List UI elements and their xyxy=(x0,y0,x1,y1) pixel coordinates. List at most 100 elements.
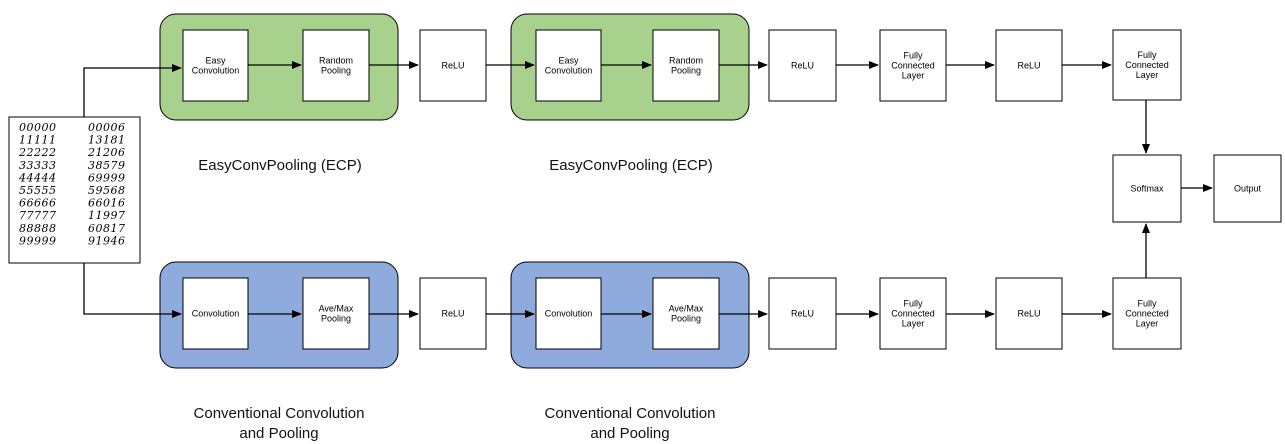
node-label-line: ReLU xyxy=(441,61,464,71)
node-label-line: Output xyxy=(1234,184,1262,194)
node-label-line: Convolution xyxy=(545,309,593,319)
convolution-label-1: Convolution xyxy=(192,309,240,319)
digit-row-right: 59568 xyxy=(88,184,126,197)
digit-row-left: 77777 xyxy=(19,209,57,222)
connectors xyxy=(83,61,1213,318)
ccp-caption-1: Conventional Convolution and Pooling xyxy=(164,404,394,444)
random-pooling-box-1 xyxy=(302,29,370,102)
node-boxes xyxy=(182,29,1282,350)
node-label-line: Layer xyxy=(902,71,925,81)
output-box xyxy=(1213,154,1282,223)
node-label-line: Convolution xyxy=(545,66,593,76)
ecp-caption-2: EasyConvPooling (ECP) xyxy=(516,156,746,176)
avemax-pooling-box-1 xyxy=(302,277,370,350)
digit-row-right: 11997 xyxy=(88,209,126,222)
node-label-line: Easy xyxy=(558,56,579,66)
avemax-pooling-box-2 xyxy=(652,277,720,350)
convolution-box-2 xyxy=(535,277,602,350)
node-label-line: ReLU xyxy=(441,309,464,319)
ecp-caption-2-text: EasyConvPooling (ECP) xyxy=(549,157,713,174)
node-label-line: Fully xyxy=(903,299,923,309)
node-label-line: Pooling xyxy=(671,66,701,76)
digit-row-right: 38579 xyxy=(88,159,126,172)
node-label-line: Fully xyxy=(903,51,923,61)
node-label-line: Pooling xyxy=(321,314,351,324)
relu-box-top-1 xyxy=(419,29,487,102)
digit-row-left: 22222 xyxy=(18,146,57,159)
ccp-caption-2-line-2: and Pooling xyxy=(590,425,670,442)
relu-label-top-2: ReLU xyxy=(791,61,814,71)
node-label-line: ReLU xyxy=(791,61,814,71)
ecp-caption-1-text: EasyConvPooling (ECP) xyxy=(198,157,362,174)
node-label-line: Random xyxy=(319,56,353,66)
relu-label-bottom-1: ReLU xyxy=(441,309,464,319)
ecp-caption-1: EasyConvPooling (ECP) xyxy=(165,156,395,176)
digit-row-right: 00006 xyxy=(88,121,126,134)
digit-row-right: 21206 xyxy=(87,146,126,159)
node-label-line: Ave/Max xyxy=(669,304,704,314)
node-label-line: ReLU xyxy=(791,309,814,319)
digit-row-left: 99999 xyxy=(19,234,57,247)
node-label-line: Pooling xyxy=(321,66,351,76)
node-label-line: ReLU xyxy=(1017,309,1040,319)
digit-row-left: 11111 xyxy=(19,134,57,147)
digit-row-right: 66016 xyxy=(88,197,126,210)
ccp-caption-2: Conventional Convolution and Pooling xyxy=(515,404,745,444)
fc-box-top-2 xyxy=(1112,29,1182,101)
node-label-line: Connected xyxy=(1125,309,1169,319)
digit-row-left: 44444 xyxy=(18,171,57,184)
digit-row-left: 88888 xyxy=(19,222,57,235)
relu-box-top-2 xyxy=(768,29,837,102)
node-label-line: Ave/Max xyxy=(319,304,354,314)
relu-label-top-3: ReLU xyxy=(1017,61,1040,71)
digit-row-right: 91946 xyxy=(88,234,126,247)
fc-box-top-1 xyxy=(879,29,947,102)
fc-box-bottom-1 xyxy=(879,277,947,350)
node-label-line: Convolution xyxy=(192,309,240,319)
node-label-line: Pooling xyxy=(671,314,701,324)
softmax-box xyxy=(1112,154,1182,223)
digit-row-left: 55555 xyxy=(19,184,57,197)
convolution-box-1 xyxy=(182,277,249,350)
fc-box-bottom-2 xyxy=(1112,277,1182,350)
convolution-label-2: Convolution xyxy=(545,309,593,319)
digit-row-right: 60817 xyxy=(88,222,126,235)
ccp-caption-1-line-1: Conventional Convolution xyxy=(193,405,365,422)
softmax-label: Softmax xyxy=(1130,184,1164,194)
ccp-caption-1-line-2: and Pooling xyxy=(239,425,319,442)
node-label-line: Layer xyxy=(1136,70,1159,80)
node-label-line: Fully xyxy=(1137,50,1157,60)
relu-box-bottom-3 xyxy=(995,277,1063,350)
node-label-line: Connected xyxy=(891,61,935,71)
relu-label-bottom-2: ReLU xyxy=(791,309,814,319)
node-label-line: ReLU xyxy=(1017,61,1040,71)
node-label-line: Softmax xyxy=(1130,184,1164,194)
node-label-line: Random xyxy=(669,56,703,66)
output-label: Output xyxy=(1234,184,1262,194)
node-label-line: Layer xyxy=(1136,319,1159,329)
node-label-line: Connected xyxy=(891,309,935,319)
relu-box-bottom-1 xyxy=(419,277,487,350)
digit-row-left: 33333 xyxy=(19,159,57,172)
ccp-caption-2-line-1: Conventional Convolution xyxy=(544,405,716,422)
easy-convolution-box-2 xyxy=(535,29,602,102)
digit-row-left: 00000 xyxy=(19,121,57,134)
node-label-line: Connected xyxy=(1125,60,1169,70)
relu-box-top-3 xyxy=(995,29,1063,102)
node-label-line: Convolution xyxy=(192,66,240,76)
easy-convolution-box-1 xyxy=(182,29,249,102)
relu-label-top-1: ReLU xyxy=(441,61,464,71)
